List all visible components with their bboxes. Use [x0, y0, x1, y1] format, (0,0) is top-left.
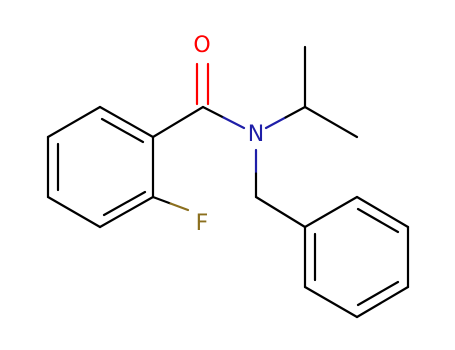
isopropyl-methyl-bond	[303, 105, 359, 139]
benzyl-ch2-bond	[254, 195, 307, 229]
c-f-bond-b	[169, 202, 190, 212]
atom-labels: O N F	[193, 33, 264, 236]
ring2-bond	[355, 195, 410, 229]
aryl-carbonyl-bond	[151, 105, 205, 139]
ring2-double-bond	[356, 280, 400, 307]
n-isopropyl-bond-b	[284, 105, 307, 119]
ring2-bond	[303, 285, 359, 319]
oxygen-label: O	[193, 33, 210, 58]
n-isopropyl-bond-a	[264, 116, 287, 130]
c-f-bond-a	[151, 195, 172, 205]
amide-bond-a	[201, 105, 225, 119]
bonds	[46, 45, 410, 319]
ring1-double-bond	[102, 190, 147, 217]
ring2-bond	[303, 195, 359, 229]
ring1-double-bond	[100, 117, 145, 144]
ring2-double-bond	[356, 207, 400, 234]
nitrogen-label: N	[248, 122, 264, 147]
ring2-bond	[355, 285, 410, 319]
amide-bond-b	[222, 116, 246, 130]
ring1-bond	[98, 195, 155, 229]
fluorine-label: F	[196, 211, 209, 236]
ring1-bond	[46, 195, 102, 229]
ring1-bond	[98, 105, 155, 139]
ring1-bond	[46, 105, 102, 139]
